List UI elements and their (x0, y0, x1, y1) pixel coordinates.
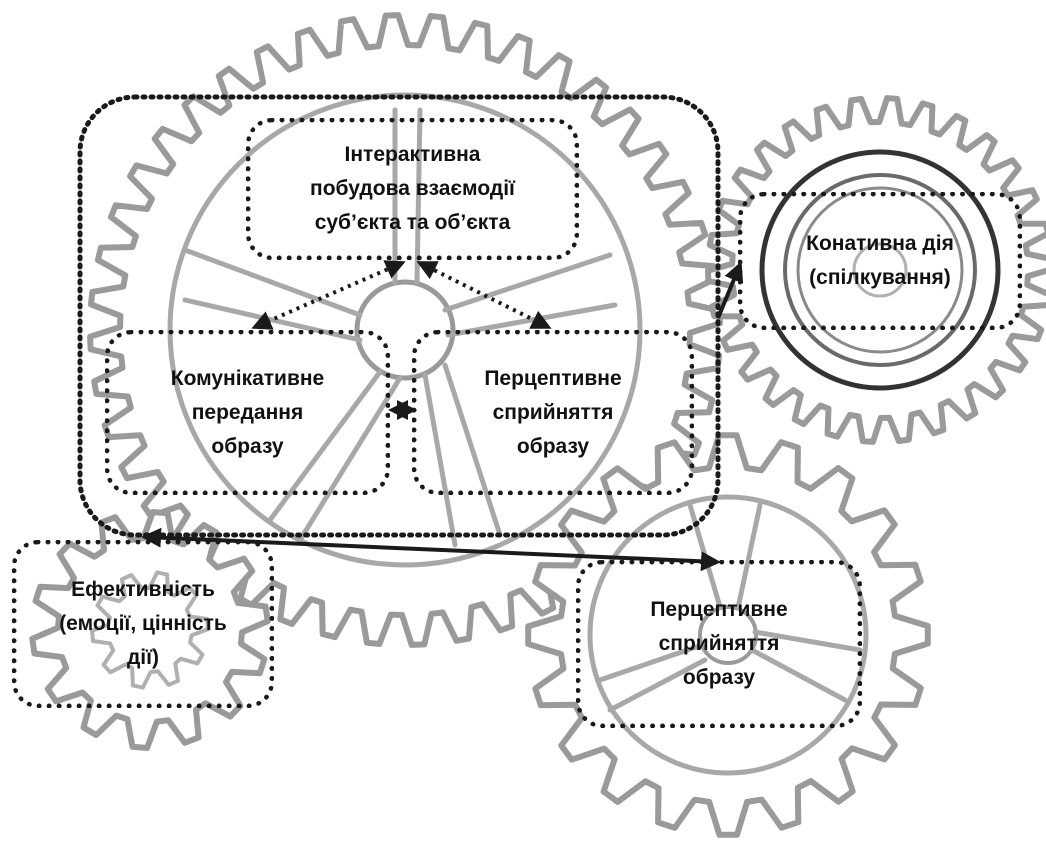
arrow-group-to-conative (716, 261, 744, 319)
conative-node-box (738, 192, 1022, 330)
interactive-node-box (246, 118, 579, 260)
affective-node-label: Ефективність (емоції, цінність дії) (59, 578, 227, 669)
communicative-node-box (105, 330, 390, 495)
affective-node-box (12, 540, 274, 708)
communicative-node-label: Комунікативне передання образу (170, 366, 325, 458)
arrow-interactive-to-communicative (251, 260, 406, 330)
perceptive-inner-node-box (412, 330, 694, 495)
right-gear-icon (705, 95, 1046, 445)
perceptive-outer-node-label: Перцептивне сприйняття образу (650, 598, 788, 689)
conative-node-label: Конативна дія (спілкування) (806, 232, 954, 289)
perceptive-inner-node-label: Перцептивне сприйняття образу (484, 366, 622, 458)
interactive-node-label: Інтерактивна побудова взаємодії суб’єкта… (310, 143, 515, 234)
perceptive-outer-node-box (576, 560, 862, 728)
